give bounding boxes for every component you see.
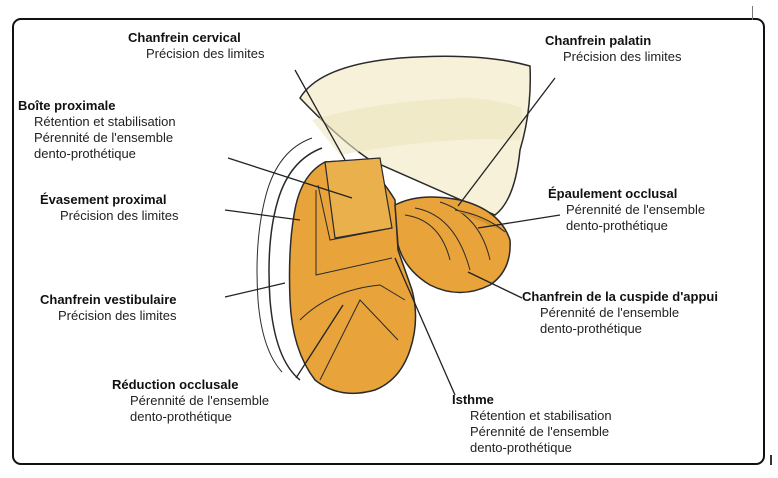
label-isthme: Isthme Rétention et stabilisation Pérenn… [452, 392, 612, 456]
label-evasement-proximal: Évasement proximal Précision des limites [40, 192, 179, 224]
label-desc: dento-prothétique [540, 321, 642, 336]
label-title: Chanfrein cervical [128, 30, 241, 45]
label-title: Épaulement occlusal [548, 186, 678, 201]
occlusal-shoulder [454, 209, 506, 233]
leader-epaulement-occlusal [477, 214, 561, 229]
tooth-contour-left [268, 147, 323, 381]
label-title: Boîte proximale [18, 98, 116, 113]
label-title: Chanfrein de la cuspide d'appui [522, 289, 718, 304]
label-desc: dento-prothétique [130, 409, 232, 424]
box-floor-line [317, 184, 393, 241]
label-chanfrein-cervical: Chanfrein cervical Précision des limites [128, 30, 265, 62]
label-desc: Rétention et stabilisation [470, 408, 612, 423]
occlusal-groove [319, 299, 399, 381]
label-desc: dento-prothétique [566, 218, 668, 233]
label-chanfrein-palatin: Chanfrein palatin Précision des limites [545, 33, 682, 65]
leader-isthme [394, 257, 456, 396]
leader-chanfrein-vestibulaire [224, 282, 286, 298]
leader-chanfrein-cervical [294, 69, 346, 161]
leader-chanfrein-cuspide [467, 271, 523, 299]
cusp-shade-3 [439, 201, 491, 261]
label-title: Chanfrein palatin [545, 33, 652, 48]
label-reduction-occlusale: Réduction occlusale Pérennité de l'ensem… [112, 377, 269, 425]
label-chanfrein-cuspide: Chanfrein de la cuspide d'appui Pérennit… [522, 289, 718, 337]
edge-mark [770, 455, 772, 465]
label-title: Chanfrein vestibulaire [40, 292, 177, 307]
label-desc: dento-prothétique [34, 146, 136, 161]
leader-evasement-proximal [224, 209, 301, 221]
label-desc: Pérennité de l'ensemble [130, 393, 270, 408]
leader-reduction-occlusale [295, 304, 344, 379]
label-title: Isthme [452, 392, 494, 407]
label-desc: Pérennité de l'ensemble [34, 130, 174, 145]
occlusal-plane [299, 284, 406, 321]
label-title: Réduction occlusale [112, 377, 239, 392]
label-desc: Précision des limites [146, 46, 265, 61]
box-wall-line [315, 190, 393, 276]
gingival-band [312, 98, 522, 155]
leader-boite-proximale [227, 157, 353, 199]
label-desc: Pérennité de l'ensemble [566, 202, 706, 217]
cusp-shade-2 [414, 207, 471, 271]
label-desc: dento-prothétique [470, 440, 572, 455]
label-epaulement-occlusal: Épaulement occlusal Pérennité de l'ensem… [548, 186, 705, 234]
tooth-contour-left-outer [256, 137, 313, 373]
label-desc: Rétention et stabilisation [34, 114, 176, 129]
label-chanfrein-vestibulaire: Chanfrein vestibulaire Précision des lim… [40, 292, 177, 324]
corner-mark [752, 6, 753, 20]
leader-chanfrein-palatin [457, 77, 556, 207]
cusp-shade-1 [404, 214, 451, 261]
proximal-box [324, 157, 393, 239]
label-title: Évasement proximal [40, 192, 167, 207]
label-desc: Pérennité de l'ensemble [540, 305, 680, 320]
label-desc: Précision des limites [563, 49, 682, 64]
label-boite-proximale: Boîte proximale Rétention et stabilisati… [18, 98, 176, 162]
label-desc: Pérennité de l'ensemble [470, 424, 610, 439]
label-desc: Précision des limites [58, 308, 177, 323]
label-desc: Précision des limites [60, 208, 179, 223]
